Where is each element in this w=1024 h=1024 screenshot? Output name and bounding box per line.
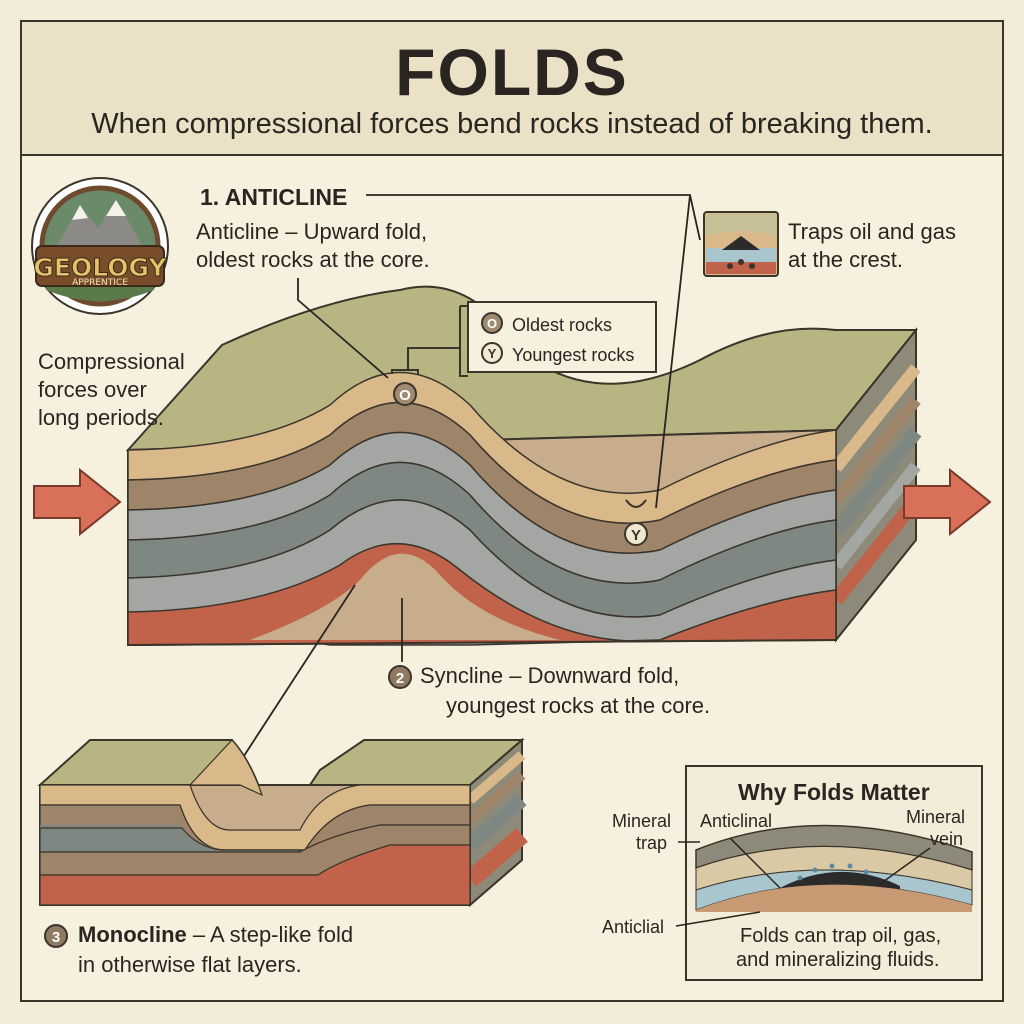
right-compression-arrow bbox=[903, 467, 992, 537]
monocline-name: Monocline bbox=[78, 922, 187, 947]
why-caption-line1: Folds can trap oil, gas, bbox=[740, 925, 942, 947]
mineral-vein-label-line2: vein bbox=[930, 829, 964, 849]
anticline-desc-line1: Anticline – Upward fold, bbox=[196, 219, 428, 244]
fold-block-diagram: O Y bbox=[125, 285, 922, 647]
logo-subtitle: APPRENTICE bbox=[72, 278, 128, 288]
anticline-desc-line2: oldest rocks at the core. bbox=[196, 247, 430, 272]
legend-youngest-label: Youngest rocks bbox=[512, 345, 635, 365]
geology-apprentice-logo: GEOLOGY APPRENTICE bbox=[31, 177, 169, 315]
syncline-desc-line2: youngest rocks at the core. bbox=[446, 693, 711, 718]
oil-trap-icon bbox=[703, 211, 779, 277]
legend-oldest-marker: O bbox=[487, 316, 497, 331]
why-caption-line2: and mineralizing fluids. bbox=[736, 949, 940, 971]
mineral-trap-label-line1: Mineral bbox=[612, 811, 672, 831]
monocline-desc-line1: Monocline – A step-like fold bbox=[78, 921, 353, 949]
monocline-desc-rest: – A step-like fold bbox=[186, 922, 354, 947]
page-title: FOLDS bbox=[395, 35, 629, 109]
forces-line1: Compressional bbox=[38, 349, 185, 374]
why-folds-title: Why Folds Matter bbox=[738, 779, 930, 805]
legend-youngest-marker: Y bbox=[488, 346, 497, 361]
title-banner bbox=[20, 20, 1004, 156]
page-subtitle: When compressional forces bend rocks ins… bbox=[91, 108, 933, 140]
anticlial-label: Anticlial bbox=[602, 917, 665, 937]
syncline-number-badge: 2 bbox=[388, 665, 412, 689]
trap-caption-line2: at the crest. bbox=[788, 247, 903, 272]
monocline-number-badge: 3 bbox=[44, 924, 68, 948]
anticline-heading: 1. ANTICLINE bbox=[200, 184, 348, 210]
legend-oldest-label: Oldest rocks bbox=[512, 315, 613, 335]
monocline-desc-line2: in otherwise flat layers. bbox=[78, 952, 302, 977]
leader-lines bbox=[239, 194, 701, 763]
trap-caption-line1: Traps oil and gas bbox=[788, 219, 956, 244]
mineral-trap-diagram bbox=[695, 824, 973, 912]
crest-marker: O bbox=[399, 387, 411, 404]
syncline-desc-line1: Syncline – Downward fold, bbox=[420, 663, 680, 688]
inset-leader-lines bbox=[675, 837, 931, 927]
trough-marker: Y bbox=[631, 527, 641, 544]
monocline-block-diagram bbox=[37, 737, 528, 908]
mineral-vein-label-line1: Mineral bbox=[906, 807, 966, 827]
logo-title: GEOLOGY bbox=[33, 253, 167, 282]
left-compression-arrow bbox=[33, 467, 122, 537]
forces-line2: forces over bbox=[38, 377, 147, 402]
forces-line3: long periods. bbox=[38, 405, 164, 430]
anticlinal-label: Anticlinal bbox=[700, 811, 773, 831]
mineral-trap-label-line2: trap bbox=[636, 833, 668, 853]
